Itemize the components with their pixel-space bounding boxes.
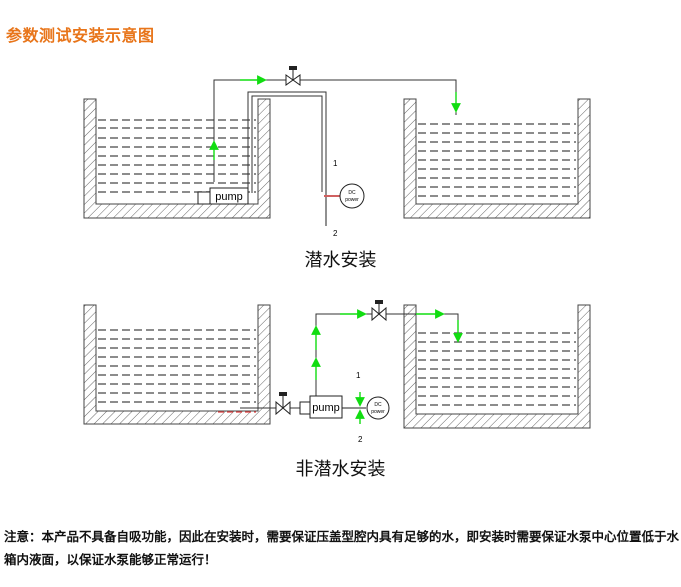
right-tank-2 bbox=[403, 304, 591, 429]
power-wiring-1: DC power 1 2 bbox=[324, 159, 365, 238]
power-wiring-2: DC power 1 2 bbox=[342, 371, 390, 444]
wire1-label-1: 1 bbox=[333, 159, 338, 168]
caption-non-submerged: 非潜水安装 bbox=[295, 459, 386, 480]
left-tank-2 bbox=[83, 304, 271, 425]
right-tank-1 bbox=[403, 98, 591, 219]
wire2-label-2: 2 bbox=[358, 435, 363, 444]
pump-label-1: pump bbox=[215, 191, 243, 203]
valve-1 bbox=[285, 66, 301, 86]
page-title: 参数测试安装示意图 bbox=[6, 26, 155, 45]
power-label-1a: DC bbox=[348, 190, 356, 196]
outlet-valve-2 bbox=[371, 300, 387, 322]
wire2-label-1: 2 bbox=[333, 229, 338, 238]
water-lines-right-2 bbox=[418, 332, 576, 406]
pipe-2 bbox=[240, 313, 459, 409]
flow-arrows-1 bbox=[209, 75, 461, 160]
left-tank-1 bbox=[83, 98, 271, 219]
installation-note: 注意：本产品不具备自吸功能，因此在安装时，需要保证压盖型腔内具有足够的水，即安装… bbox=[4, 529, 680, 567]
inlet-valve-2 bbox=[275, 392, 291, 416]
wire1-label-2: 1 bbox=[356, 371, 361, 380]
power-label-2a: DC bbox=[374, 402, 382, 408]
water-lines-right-1 bbox=[418, 123, 576, 197]
pump-1: pump bbox=[197, 187, 249, 205]
water-lines-left-1 bbox=[98, 119, 256, 193]
pump-2: pump bbox=[299, 395, 343, 419]
pipe-1 bbox=[213, 79, 457, 193]
water-lines-left-2 bbox=[98, 329, 256, 403]
pump-label-2: pump bbox=[312, 402, 340, 414]
power-label-2b: power bbox=[371, 409, 385, 415]
flow-arrows-2 bbox=[311, 309, 463, 424]
caption-submerged: 潜水安装 bbox=[304, 250, 377, 271]
power-label-1b: power bbox=[345, 197, 359, 203]
